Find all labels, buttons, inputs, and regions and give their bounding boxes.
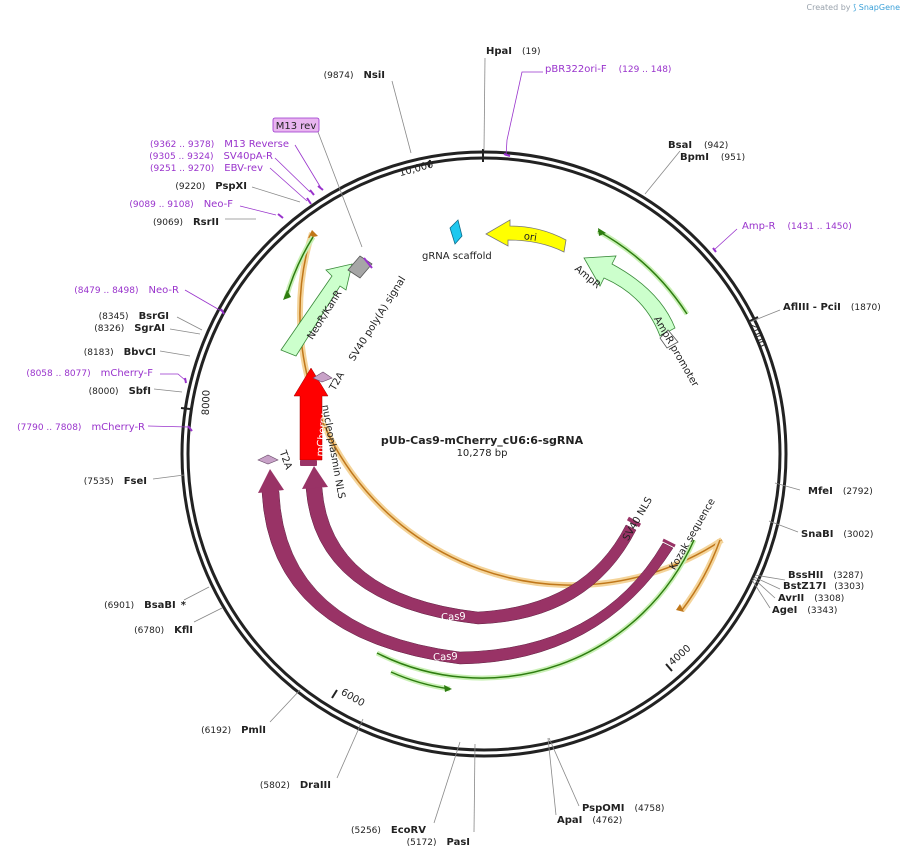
feature-ampr-promoter — [659, 329, 679, 349]
feature-kozak-mark — [662, 538, 676, 548]
primer-box-m13-rev — [272, 117, 320, 133]
plasmid-length: 10,278 bp — [457, 448, 508, 459]
primer-label-neo-f: (9089 .. 9108)Neo-F — [129, 199, 233, 210]
primer-label-pbr322ori-f: pBR322ori-F(129 .. 148) — [545, 64, 671, 75]
tick-6000 — [331, 689, 338, 699]
primer-label-amp-r: Amp-R(1431 .. 1450) — [742, 221, 852, 232]
site-label-avrii: AvrII(3308) — [778, 593, 844, 604]
site-label-pspomi: PspOMI(4758) — [582, 803, 664, 814]
site-label-agei: AgeI(3343) — [772, 605, 837, 616]
primer-label-neo-r: (8479 .. 8498)Neo-R — [74, 285, 179, 296]
site-label-afliii-pcii: AflIII - PciI(1870) — [783, 302, 881, 313]
primer-leaders — [147, 71, 738, 428]
primer-label-ebv-rev: (9251 .. 9270)EBV-rev — [150, 163, 263, 174]
primer-label-mcherry-r: (7790 .. 7808)mCherry-R — [17, 422, 145, 433]
site-label-sgrai: (8326)SgrAI — [94, 323, 165, 334]
tick-label-6000: 6000 — [339, 687, 367, 709]
tick-8000 — [180, 407, 191, 410]
feature-neor-kanr — [280, 263, 353, 357]
site-label-hpai: HpaI(19) — [486, 46, 540, 57]
site-label-draiii: (5802)DraIII — [260, 780, 331, 791]
feature-t2a-upper-label: T2A — [327, 370, 347, 393]
orf-arc-orange-large-line — [299, 232, 723, 586]
feature-cas9-inner — [305, 467, 637, 625]
primer-label-mcherry-f: (8058 .. 8077)mCherry-F — [26, 368, 153, 379]
feature-cas9-outer — [261, 469, 674, 665]
feature-cas9-inner-label: Cas9 — [441, 611, 466, 623]
site-leaders — [152, 57, 801, 833]
feature-grna-scaffold — [449, 219, 463, 245]
primer-marks — [184, 153, 717, 432]
site-label-apai: ApaI(4762) — [557, 815, 622, 826]
feature-t2a-lower-label: T2A — [276, 448, 293, 471]
site-label-bstz17i: BstZ17I(3303) — [783, 581, 864, 592]
feature-sv40-nls-mark — [626, 516, 642, 528]
orf-arc-orange-large — [296, 232, 724, 589]
tick-label-8000: 8000 — [201, 390, 213, 416]
orf-arrowhead-green-small — [444, 685, 452, 692]
snapgene-logo-icon: ⟆ — [853, 3, 857, 12]
orf-arrowhead-green-right-top — [598, 228, 606, 236]
site-label-nsii: (9874)NsiI — [324, 70, 385, 81]
feature-cas9-outer-label: Cas9 — [433, 651, 458, 663]
site-label-ecorv: (5256)EcoRV — [351, 825, 426, 836]
feature-t2a-upper — [312, 371, 333, 383]
primer-label-m13-reverse: (9362 .. 9378)M13 Reverse — [150, 139, 289, 150]
tick-label-4000: 4000 — [667, 643, 693, 668]
feature-sv40-polya-label: SV40 poly(A) signal — [347, 275, 408, 364]
primer-label-sv40pa-r: (9305 .. 9324)SV40pA-R — [149, 151, 273, 162]
tick-4000 — [665, 663, 673, 672]
feature-ori-label: ori — [523, 231, 537, 244]
credit-brand: SnapGene — [858, 3, 900, 12]
feature-cas9-inner-arrowhead — [302, 466, 328, 489]
orf-arc-green-bottom-line — [376, 539, 695, 679]
primer-box-m13-rev-label: M13 rev — [276, 121, 317, 132]
site-label-bsabi: (6901)BsaBI* — [104, 600, 187, 611]
site-label-rsrii: (9069)RsrII — [153, 217, 219, 228]
site-label-snabi: SnaBI(3002) — [801, 529, 873, 540]
site-label-sbfi: (8000)SbfI — [89, 386, 151, 397]
site-label-bsai: BsaI(942) — [668, 140, 728, 151]
feature-ampr — [583, 255, 676, 337]
credit-prefix: Created by — [806, 3, 851, 12]
feature-mcherry — [293, 367, 329, 461]
feature-ori — [485, 219, 567, 253]
snapgene-credit: Created by ⟆ SnapGene — [807, 3, 900, 12]
plasmid-name: pUb-Cas9-mCherry_cU6:6-sgRNA — [381, 434, 584, 447]
orf-arc-orange-right-line — [681, 539, 721, 611]
site-label-bbvci: (8183)BbvCI — [84, 347, 156, 358]
site-label-pmli: (6192)PmlI — [201, 725, 266, 736]
tick-2000 — [749, 316, 759, 322]
orf-arrowhead-orange-top — [308, 230, 318, 238]
feature-t2a-lower — [257, 454, 279, 465]
site-label-kfli: (6780)KflI — [134, 625, 193, 636]
site-label-mfei: MfeI(2792) — [808, 486, 873, 497]
site-label-fsei: (7535)FseI — [84, 476, 147, 487]
feature-cas9-outer-arrowhead — [258, 469, 284, 493]
orf-arc-green-right-line — [597, 230, 688, 315]
site-label-bpmi: BpmI(951) — [680, 152, 745, 163]
site-label-bsrgi: (8345)BsrGI — [99, 311, 169, 322]
feature-nucleoplasmin-nls-mark — [300, 460, 317, 466]
feature-mcherry-label: mCherry — [315, 413, 330, 457]
orf-arrowhead-orange — [676, 604, 684, 612]
site-label-pspxi: (9220)PspXI — [175, 181, 247, 192]
tick-10000 — [428, 159, 431, 168]
feature-sv40-nls-label: SV40 NLS — [621, 495, 655, 543]
tick-label-2000: 2000 — [748, 322, 767, 350]
site-label-bsshii: BssHII(3287) — [788, 570, 863, 581]
site-label-pasi: (5172)PasI — [407, 837, 470, 848]
feature-ampr-promoter-label: AmpR promoter — [651, 315, 701, 390]
orf-arrowhead-green-left — [283, 290, 291, 300]
feature-sv40-polya — [347, 255, 373, 279]
feature-grna-scaffold-label: gRNA scaffold — [422, 251, 492, 262]
feature-sv40-polya-edge — [363, 257, 373, 269]
